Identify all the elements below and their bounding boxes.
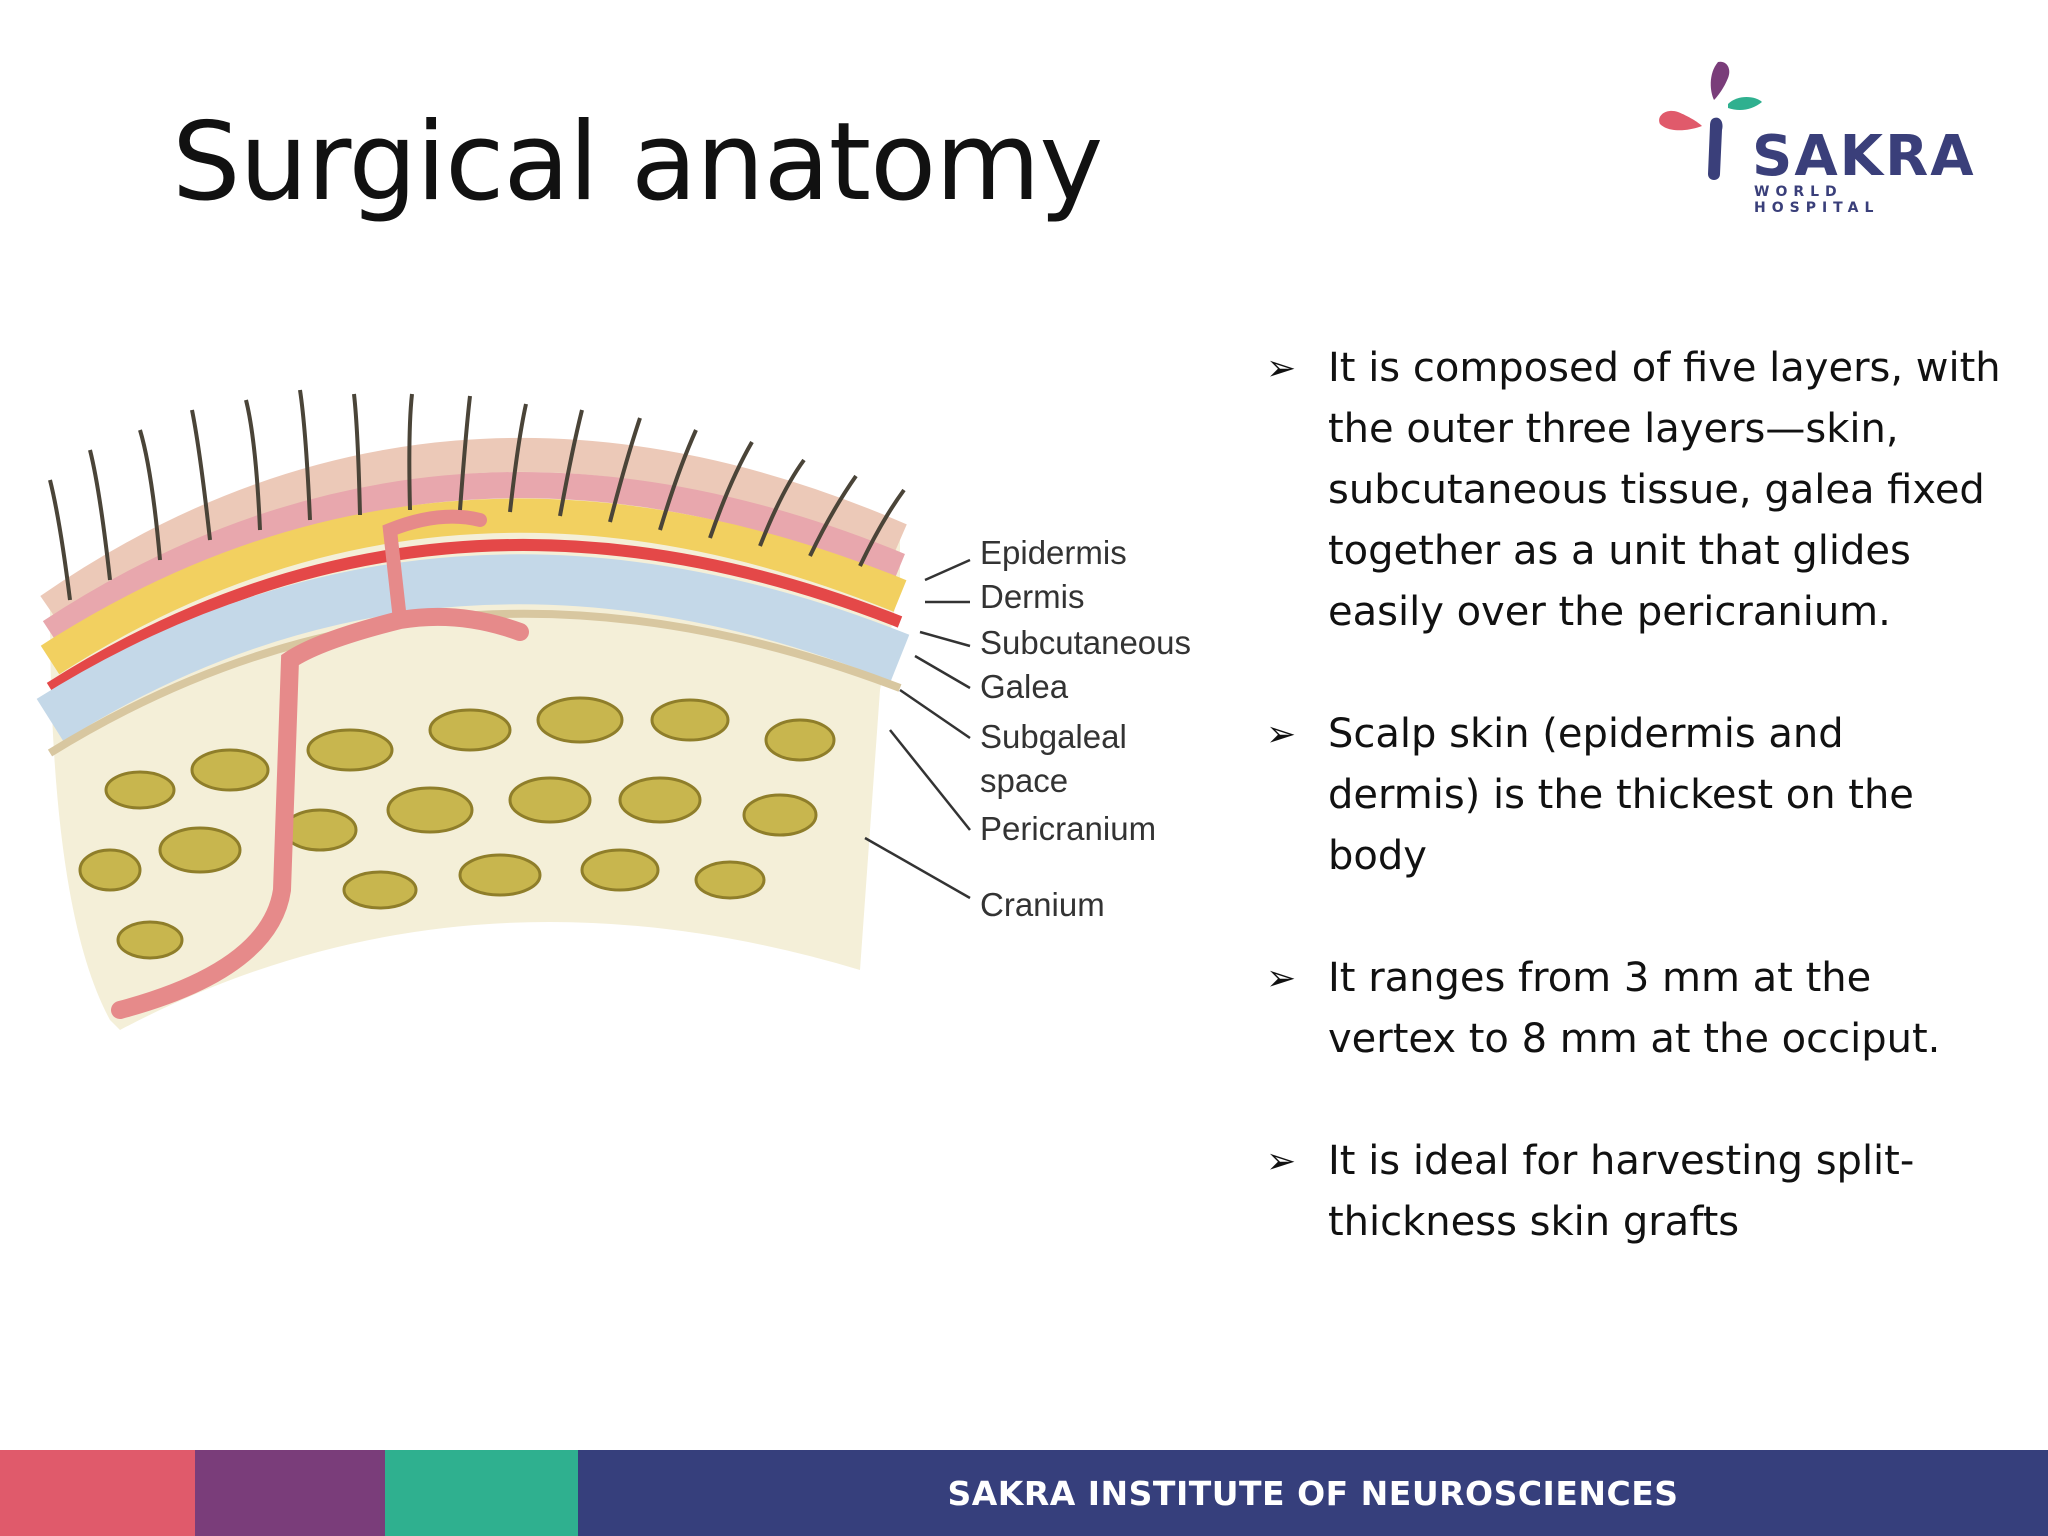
scalp-illustration [36, 389, 971, 1030]
footer-segment-navy [578, 1450, 2048, 1536]
label-dermis: Dermis [980, 578, 1085, 615]
bullet-text: It is ideal for harvesting split-thickne… [1328, 1138, 1915, 1245]
page-title: Surgical anatomy [172, 100, 1103, 225]
bullet-list: ➢ It is composed of five layers, with th… [1262, 338, 2002, 1314]
sakra-logo: SAKRA WORLD HOSPITAL [1656, 56, 1976, 216]
label-epidermis: Epidermis [980, 534, 1127, 571]
list-item: ➢ It ranges from 3 mm at the vertex to 8… [1262, 948, 2002, 1070]
bullet-arrow-icon: ➢ [1266, 958, 1297, 999]
footer-segment-teal [385, 1450, 578, 1536]
footer-bar: SAKRA INSTITUTE OF NEUROSCIENCES [0, 1450, 2048, 1536]
sakra-cross-logo-icon [1659, 61, 1762, 180]
logo-wordmark: SAKRA [1752, 124, 1976, 189]
label-subgaleal: Subgaleal [980, 718, 1127, 755]
bullet-arrow-icon: ➢ [1266, 714, 1297, 755]
scalp-layers-diagram: Epidermis Dermis Subcutaneous Galea Subg… [20, 370, 1230, 1030]
label-galea: Galea [980, 668, 1069, 705]
logo-subtitle: WORLD HOSPITAL [1754, 184, 1880, 216]
footer-segment-purple [195, 1450, 385, 1536]
list-item: ➢ It is composed of five layers, with th… [1262, 338, 2002, 643]
bullet-arrow-icon: ➢ [1266, 348, 1297, 389]
label-cranium: Cranium [980, 886, 1105, 923]
list-item: ➢ It is ideal for harvesting split-thick… [1262, 1131, 2002, 1253]
bullet-text: Scalp skin (epidermis and dermis) is the… [1328, 711, 1914, 879]
bullet-text: It is composed of five layers, with the … [1328, 345, 2001, 635]
label-pericranium: Pericranium [980, 810, 1157, 847]
label-space: space [980, 762, 1069, 799]
bullet-text: It ranges from 3 mm at the vertex to 8 m… [1328, 955, 1941, 1062]
bullet-arrow-icon: ➢ [1266, 1141, 1297, 1182]
footer-text: SAKRA INSTITUTE OF NEUROSCIENCES [947, 1473, 1679, 1513]
label-subcutaneous: Subcutaneous [980, 624, 1192, 661]
footer-segment-pink [0, 1450, 195, 1536]
list-item: ➢ Scalp skin (epidermis and dermis) is t… [1262, 704, 2002, 887]
